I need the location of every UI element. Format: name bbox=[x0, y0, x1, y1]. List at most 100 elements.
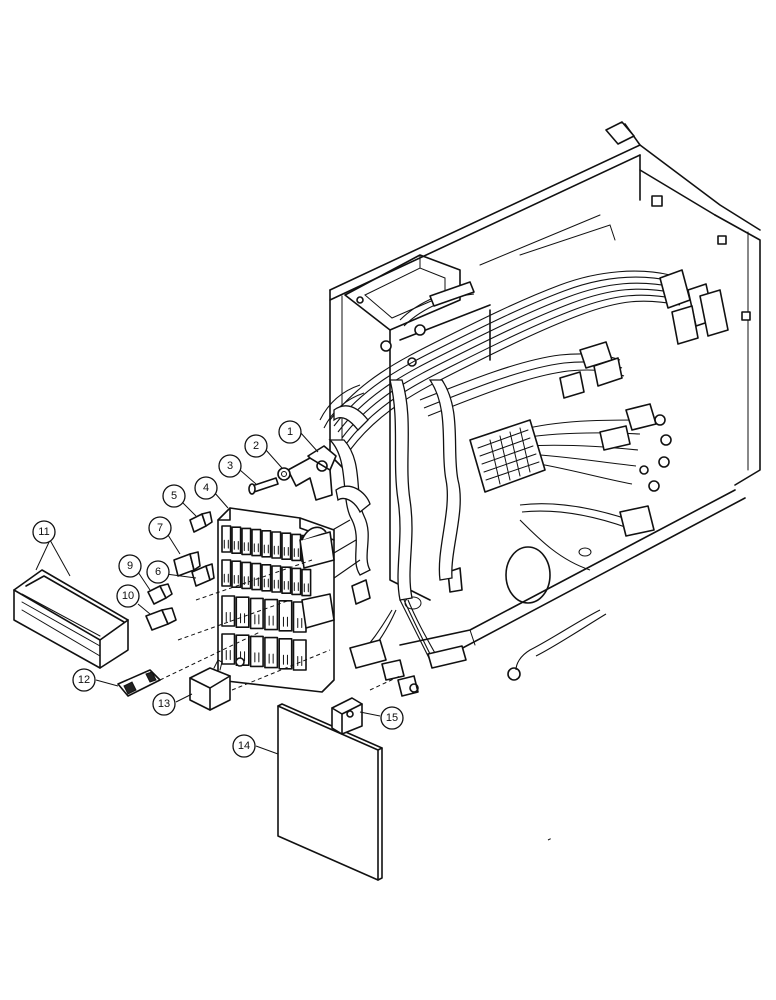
fuse-slot bbox=[301, 568, 312, 597]
fuse-slot bbox=[249, 597, 264, 630]
fuse-slot bbox=[221, 559, 232, 587]
callout-label: 1 bbox=[287, 426, 293, 438]
fuse-blade bbox=[240, 613, 246, 624]
fuse-blade bbox=[268, 615, 274, 626]
callout-label: 5 bbox=[171, 490, 177, 502]
fuse-blade bbox=[233, 541, 239, 550]
callout-label: 15 bbox=[386, 712, 398, 724]
fuse-slot bbox=[235, 596, 250, 628]
fuse-blade bbox=[297, 656, 303, 666]
fuse-slot bbox=[291, 533, 302, 562]
fuse-slot bbox=[278, 638, 293, 670]
retaining-clip-15 bbox=[331, 697, 363, 735]
callout-12: 12 bbox=[72, 668, 96, 692]
fuse-9 bbox=[147, 583, 173, 605]
wiring-harness bbox=[319, 269, 729, 697]
fuse-blade bbox=[297, 618, 303, 628]
callout-leaders bbox=[35, 431, 381, 755]
nut bbox=[277, 467, 291, 481]
callout-4: 4 bbox=[194, 476, 218, 500]
fuse-slot bbox=[231, 560, 242, 588]
callout-label: 13 bbox=[158, 698, 170, 710]
fuse-blade bbox=[282, 654, 288, 665]
callout-5: 5 bbox=[162, 484, 186, 508]
callout-15: 15 bbox=[380, 706, 404, 730]
callout-label: 4 bbox=[203, 482, 209, 494]
fuse-slot bbox=[251, 562, 262, 591]
fuse-slot bbox=[261, 564, 272, 592]
fuse-slot bbox=[249, 635, 264, 668]
fuse-slot bbox=[281, 532, 292, 560]
fuse-blade bbox=[254, 614, 260, 625]
fuse-slot bbox=[291, 567, 302, 596]
fuse-slot bbox=[278, 600, 293, 632]
fuse-blade bbox=[225, 612, 231, 622]
fuse-blade bbox=[303, 583, 309, 593]
fuse-slot bbox=[221, 595, 236, 627]
fuse-blade bbox=[263, 544, 269, 554]
relay-connector-12 bbox=[117, 669, 161, 697]
callout-9: 9 bbox=[118, 554, 142, 578]
fuse-slot bbox=[271, 531, 282, 559]
fuse-slot bbox=[264, 598, 279, 631]
fuse-blade bbox=[273, 545, 279, 555]
callout-label: 10 bbox=[122, 590, 134, 602]
callout-2: 2 bbox=[244, 434, 268, 458]
callout-14: 14 bbox=[232, 734, 256, 758]
callout-label: 9 bbox=[127, 560, 133, 572]
fuse-slot bbox=[231, 526, 242, 554]
fuse-slot bbox=[261, 530, 272, 558]
fuse-blade bbox=[253, 543, 259, 553]
fuse-slot bbox=[221, 633, 236, 665]
callout-label: 2 bbox=[253, 440, 259, 452]
fuse-blade bbox=[283, 547, 289, 556]
fuse-slot bbox=[264, 636, 279, 669]
fuse-slot bbox=[241, 527, 252, 556]
bolt bbox=[248, 477, 279, 495]
fuse-blade bbox=[293, 548, 299, 557]
fuse-blade bbox=[282, 616, 288, 627]
fuse-slot bbox=[251, 528, 262, 557]
relay-13 bbox=[189, 659, 231, 711]
mini-fuse-5 bbox=[189, 511, 213, 533]
callout-label: 12 bbox=[78, 674, 90, 686]
fuse-blade bbox=[263, 578, 269, 588]
fuse-blade bbox=[223, 573, 229, 583]
fuse-slot bbox=[271, 565, 282, 593]
callout-1: 1 bbox=[278, 420, 302, 444]
mounting-bracket bbox=[287, 445, 337, 501]
fuse-slot bbox=[241, 561, 252, 590]
fuse-blade bbox=[233, 575, 239, 584]
callout-11: 11 bbox=[32, 520, 56, 544]
callout-label: 11 bbox=[38, 526, 49, 538]
fuse-blade bbox=[254, 652, 260, 663]
fuse-blade bbox=[273, 579, 279, 589]
fuse-10 bbox=[145, 607, 177, 631]
fuse-blade bbox=[293, 582, 299, 591]
fuse-blade bbox=[283, 581, 289, 590]
fuse-blade bbox=[268, 653, 274, 664]
fuse-grid bbox=[221, 525, 312, 671]
fuse-blade bbox=[253, 577, 259, 587]
fuse-cover-strip bbox=[13, 569, 129, 669]
fuse-slot bbox=[281, 566, 292, 594]
fuse-7 bbox=[173, 551, 201, 577]
cover-plate-14 bbox=[277, 703, 383, 881]
callout-label: 3 bbox=[227, 460, 233, 472]
fuse-blade bbox=[225, 650, 231, 660]
fuse-relay-panel bbox=[217, 507, 335, 693]
callout-7: 7 bbox=[148, 516, 172, 540]
callout-6: 6 bbox=[146, 560, 170, 584]
callout-10: 10 bbox=[116, 584, 140, 608]
fuse-blade bbox=[223, 539, 229, 549]
callout-13: 13 bbox=[152, 692, 176, 716]
fuse-slot bbox=[221, 525, 232, 553]
fuse-blade bbox=[243, 542, 249, 551]
alignment-lines bbox=[159, 559, 553, 841]
callout-label: 7 bbox=[157, 522, 163, 534]
callout-label: 6 bbox=[155, 566, 161, 578]
callout-label: 14 bbox=[238, 740, 250, 752]
callout-3: 3 bbox=[218, 454, 242, 478]
fuse-slot bbox=[292, 639, 307, 671]
